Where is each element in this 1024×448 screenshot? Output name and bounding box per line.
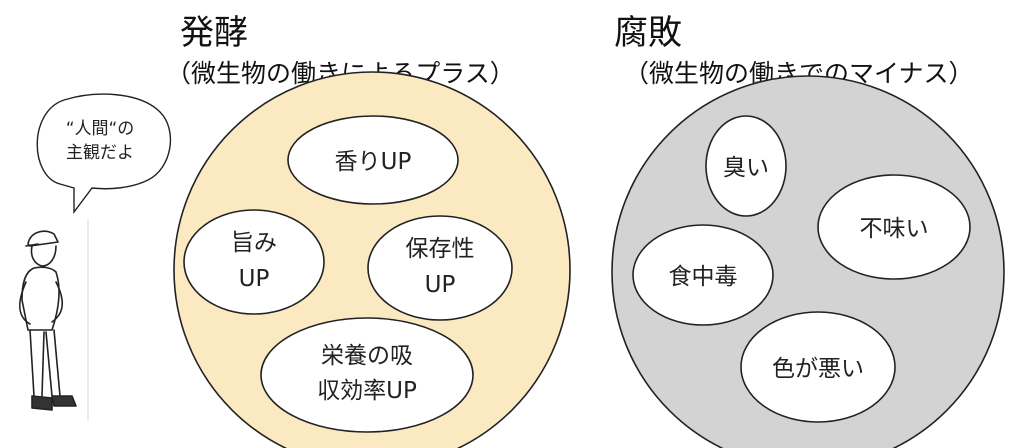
right-leg-inner	[45, 331, 53, 397]
cap-shape	[27, 230, 59, 247]
bubble-label-line2: UP	[425, 272, 456, 298]
bubble-label-line1: 旨み	[231, 230, 277, 256]
cap-brim	[25, 243, 39, 247]
putrefaction-bubble-color: 色が悪い	[740, 311, 896, 423]
fermentation-bubble-umami: 旨み UP	[183, 209, 325, 315]
left-leg-outer	[29, 329, 35, 397]
bubble-shape	[632, 224, 774, 326]
left-shoe	[31, 395, 53, 411]
bubble-label-line2: UP	[239, 266, 270, 292]
speech-line2: 主観だよ	[66, 143, 134, 163]
speech-bubble-shape	[36, 93, 172, 215]
bubble-shape	[705, 115, 787, 217]
bubble-label-line1: 保存性	[406, 236, 475, 262]
speech-bubble: “人間“の 主観だよ	[36, 93, 172, 215]
bubble-label: 不味い	[860, 216, 929, 242]
putrefaction-bubble-poisoning: 食中毒	[632, 224, 774, 326]
torso-shape	[21, 266, 60, 331]
bubble-label-line1: 栄養の吸	[321, 343, 413, 369]
putrefaction-bubble-taste: 不味い	[817, 174, 971, 280]
left-leg-inner	[41, 331, 45, 397]
speech-line1: “人間“の	[66, 119, 135, 139]
bubble-shape	[260, 317, 474, 433]
bubble-shape	[740, 311, 896, 423]
right-shoe	[51, 395, 77, 407]
putrefaction-title: 腐敗	[614, 13, 682, 53]
bubble-shape	[183, 209, 325, 315]
left-arm	[18, 281, 31, 325]
bubble-label: 食中毒	[669, 264, 738, 290]
right-arm	[51, 281, 64, 323]
fermentation-bubble-preservation: 保存性 UP	[367, 215, 513, 321]
fermentation-bubble-aroma: 香りUP	[287, 115, 459, 205]
putrefaction-bubble-smell: 臭い	[705, 115, 787, 217]
fermentation-title: 発酵	[180, 13, 248, 53]
person-icon	[18, 230, 77, 411]
fermentation-bubble-nutrition: 栄養の吸 収効率UP	[260, 317, 474, 433]
head-shape	[30, 245, 57, 267]
bubble-label: 色が悪い	[772, 356, 864, 382]
bubble-label-line2: 収効率UP	[317, 378, 417, 404]
bubble-shape	[367, 215, 513, 321]
bubble-shape	[287, 115, 459, 205]
right-leg-outer	[53, 329, 61, 397]
bubble-label: 香りUP	[335, 149, 412, 175]
bubble-shape	[817, 174, 971, 280]
bubble-label: 臭い	[723, 155, 769, 181]
